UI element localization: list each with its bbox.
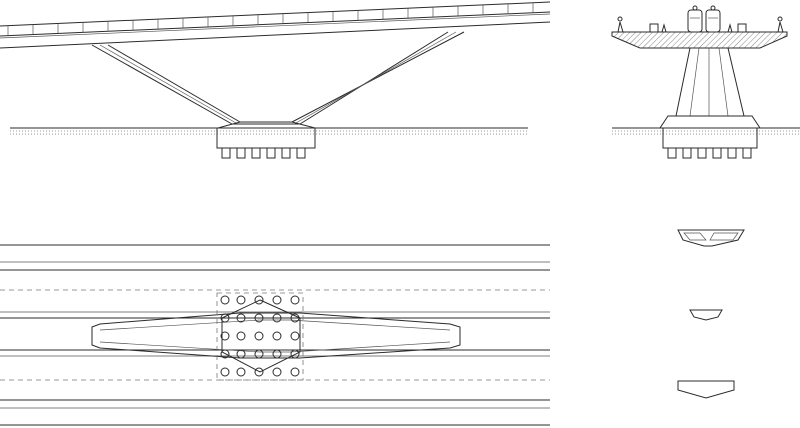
pile (742, 147, 752, 159)
pile-circle (236, 313, 246, 323)
pile-circle (290, 349, 300, 359)
pile-circle (272, 295, 282, 305)
pile (727, 147, 737, 159)
deck-plan-lines (0, 244, 550, 426)
pile (682, 147, 692, 159)
pile-cap-outline (216, 292, 304, 381)
pile-circle (290, 295, 300, 305)
elevation-view (0, 1, 551, 159)
pier-base-diamond (221, 299, 301, 373)
pile-circle (236, 367, 246, 377)
pile-circle (220, 313, 230, 323)
pile (236, 147, 246, 159)
pier-sections (677, 229, 745, 399)
v-pier (91, 31, 465, 129)
pile (221, 147, 231, 159)
pile (251, 147, 261, 159)
section-foundation (662, 127, 758, 159)
ground-line (10, 127, 528, 135)
cross-section-view (611, 5, 800, 159)
section-top (677, 229, 745, 247)
tram-icon (687, 5, 721, 33)
pile-circle (236, 331, 246, 341)
pile (296, 147, 306, 159)
pile (281, 147, 291, 159)
pile-circle (220, 331, 230, 341)
pile (712, 147, 722, 159)
plan-view (0, 244, 550, 426)
pile-circle (272, 367, 282, 377)
pile-circle (272, 331, 282, 341)
pile-circle (220, 295, 230, 305)
deck-section (611, 31, 788, 49)
pile-circle (236, 349, 246, 359)
pile-circle (254, 313, 264, 323)
pile-circle (254, 295, 264, 305)
pier-plan-outline (91, 312, 461, 359)
pile (697, 147, 707, 159)
pile-circle (290, 331, 300, 341)
section-middle (689, 309, 723, 321)
pile-circle (254, 367, 264, 377)
pile-circle (272, 313, 282, 323)
pedestrian-icon (617, 16, 784, 33)
pile-circle (220, 349, 230, 359)
section-bottom (677, 380, 735, 399)
pile-circle (290, 313, 300, 323)
deck-railing (0, 1, 551, 49)
pile (266, 147, 276, 159)
pile-circle (254, 331, 264, 341)
pile-grid (220, 295, 300, 377)
pile-circle (290, 367, 300, 377)
pile (667, 147, 677, 159)
pile-circle (236, 295, 246, 305)
pile-circle (254, 349, 264, 359)
foundation (216, 127, 316, 159)
pile-circle (220, 367, 230, 377)
pile-circle (272, 349, 282, 359)
section-ground (612, 127, 800, 135)
pier-column (659, 47, 761, 129)
